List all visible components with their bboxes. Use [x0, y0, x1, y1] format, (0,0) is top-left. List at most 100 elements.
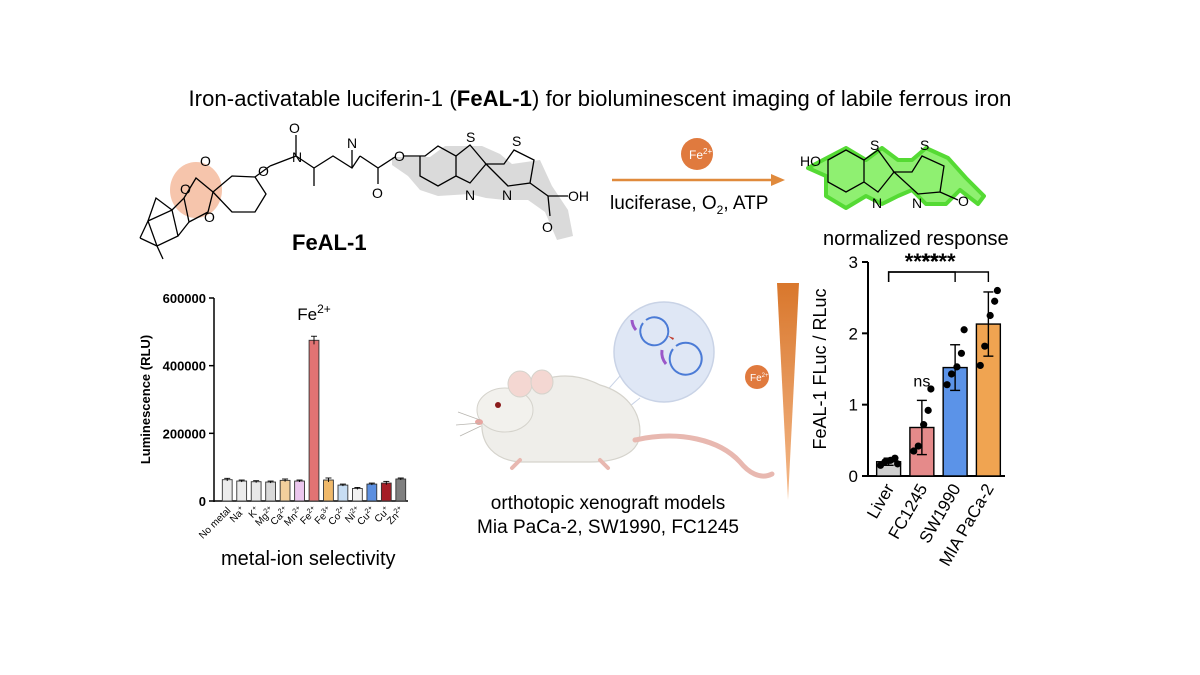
- atom-O: O: [200, 153, 211, 169]
- atom-O: O: [542, 219, 553, 235]
- svg-text:Fe2+: Fe2+: [689, 147, 712, 162]
- y-tick-label: 1: [849, 396, 858, 415]
- y-tick-label: 0: [199, 494, 206, 509]
- bar: [236, 480, 248, 502]
- bar: [395, 478, 407, 502]
- bar: [308, 339, 320, 502]
- atom-O: O: [958, 193, 969, 209]
- atom-O: O: [258, 163, 269, 179]
- bar: [250, 481, 262, 502]
- data-point: [891, 454, 899, 462]
- significance-stars: ****: [905, 249, 940, 274]
- mouse-illustration: [455, 301, 775, 479]
- y-axis-label: FeAL-1 FLuc / RLuc: [810, 288, 830, 449]
- data-point: [943, 381, 951, 389]
- svg-text:Fe2+: Fe2+: [750, 373, 769, 384]
- compound-label: FeAL-1: [292, 230, 367, 255]
- atom-O: O: [204, 209, 215, 225]
- data-point: [981, 342, 989, 350]
- significance-stars: ****: [921, 249, 956, 274]
- trioxolane-highlight: [170, 162, 222, 218]
- bar: [337, 484, 349, 502]
- fe2-annotation: Fe2+: [297, 302, 331, 324]
- bar: [279, 479, 291, 502]
- data-point: [986, 311, 994, 320]
- bar: [366, 483, 378, 502]
- oxyluciferin-structure: HO S N S N O: [800, 137, 986, 211]
- reaction-conditions: luciferase, O2, ATP: [610, 193, 768, 217]
- data-point: [920, 421, 928, 429]
- selectivity-label: metal-ion selectivity: [221, 548, 396, 570]
- atom-O: O: [289, 120, 300, 136]
- y-tick-label: 0: [849, 467, 858, 486]
- reaction-arrow: [612, 174, 785, 186]
- figure-title: Iron-activatable luciferin-1 (FeAL-1) fo…: [0, 86, 1200, 112]
- data-point: [947, 370, 956, 378]
- bar: [294, 480, 305, 502]
- atom-OH: OH: [568, 188, 589, 204]
- atom-S: S: [466, 129, 475, 145]
- data-point: [924, 406, 932, 414]
- bar: [323, 479, 334, 502]
- atom-S: S: [920, 137, 929, 153]
- title-compound-name: FeAL-1: [456, 86, 532, 111]
- fe2-badge: Fe2+: [681, 138, 713, 170]
- atom-N: N: [292, 149, 302, 165]
- x-tick-label: Zn2+: [385, 505, 407, 527]
- data-point: [910, 447, 918, 455]
- data-point: [881, 458, 889, 466]
- feal1-structure: [139, 135, 573, 260]
- y-tick-label: 600000: [163, 291, 206, 306]
- title-suffix: ) for bioluminescent imaging of labile f…: [531, 86, 1012, 111]
- significance-bracket: [887, 271, 990, 282]
- data-point: [953, 363, 961, 371]
- data-point: [914, 442, 922, 450]
- data-point: [927, 385, 935, 393]
- conditions-suffix: , ATP: [723, 193, 769, 214]
- bar: [221, 479, 233, 502]
- x-tick-label: Na+: [227, 505, 247, 525]
- atom-HO: HO: [800, 153, 821, 169]
- bar: [265, 481, 276, 502]
- significance-ns: ns: [913, 373, 930, 390]
- y-tick-label: 3: [849, 253, 858, 272]
- iron-gradient-triangle: Fe2+: [745, 283, 799, 500]
- bar: [380, 482, 392, 502]
- atom-O: O: [180, 181, 191, 197]
- x-tick-label: No metal: [197, 505, 233, 541]
- y-tick-label: 200000: [163, 426, 206, 441]
- y-tick-label: 400000: [163, 359, 206, 374]
- conditions-prefix: luciferase, O: [610, 193, 717, 214]
- atom-N: N: [465, 187, 475, 203]
- x-tick-label: Ni2+: [343, 505, 364, 526]
- x-tick-label: Liver: [863, 480, 898, 522]
- magnified-tissue-circle: [613, 301, 715, 403]
- atom-S: S: [512, 133, 521, 149]
- atom-N: N: [872, 195, 882, 211]
- atom-O: O: [372, 185, 383, 201]
- atom-O: O: [394, 148, 405, 164]
- models-line-2: Mia PaCa-2, SW1990, FC1245: [477, 517, 739, 538]
- models-label: orthotopic xenograft models Mia PaCa-2, …: [453, 492, 763, 540]
- y-tick-label: 2: [849, 324, 858, 343]
- atom-N: N: [502, 187, 512, 203]
- atom-N: N: [912, 195, 922, 211]
- conditions-subscript: 2: [716, 202, 724, 217]
- title-prefix: Iron-activatable luciferin-1 (: [188, 86, 457, 111]
- structure-atom-labels: O O O O O N N O O S N S N OH O: [180, 120, 589, 235]
- bar: [352, 488, 363, 502]
- data-point: [960, 326, 968, 334]
- data-point: [894, 460, 902, 468]
- data-point: [976, 361, 984, 370]
- data-point: [993, 286, 1001, 295]
- y-axis-label: Luminescence (RLU): [138, 335, 153, 464]
- atom-S: S: [870, 137, 879, 153]
- luciferin-highlight: [392, 146, 573, 240]
- models-line-1: orthotopic xenograft models: [490, 493, 726, 514]
- response-label: normalized response: [823, 228, 1009, 250]
- atom-N: N: [347, 135, 357, 151]
- data-point: [957, 349, 966, 357]
